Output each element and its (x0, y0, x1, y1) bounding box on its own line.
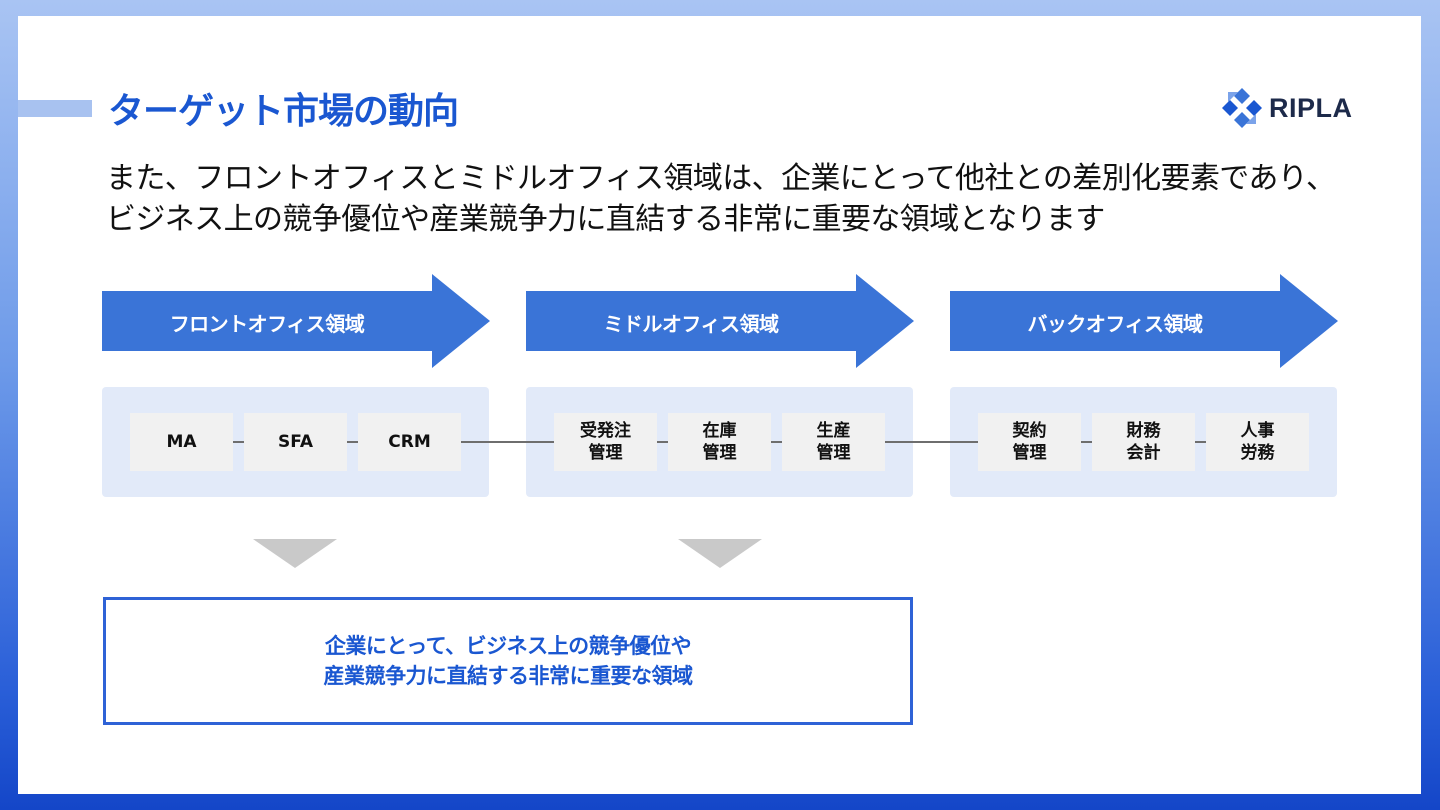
system-box-label-line1: 財務 (1126, 421, 1161, 441)
system-box-hr-labor: 人事労務 (1206, 413, 1309, 471)
page-title: ターゲット市場の動向 (108, 91, 459, 132)
system-box-label-line2: 会計 (1126, 443, 1161, 463)
summary-line-1: 企業にとって、ビジネス上の競争優位や (324, 634, 692, 658)
system-box-order-management: 受発注管理 (554, 413, 657, 471)
intro-line-1: また、フロントオフィスとミドルオフィス領域は、企業にとって他社との差別化要素であ… (106, 161, 1336, 196)
system-box-label-line2: 管理 (816, 443, 851, 463)
front-office-label: フロントオフィス領域 (169, 312, 365, 336)
system-box-label-line2: 管理 (588, 443, 623, 463)
back-office-label: バックオフィス領域 (1027, 312, 1203, 336)
system-box-label-line1: 在庫 (702, 421, 737, 441)
system-box-label-line1: 契約 (1012, 421, 1047, 441)
system-box-label-line2: 労務 (1240, 443, 1275, 463)
back-office-arrow: バックオフィス領域 (950, 274, 1340, 368)
summary-line-2: 産業競争力に直結する非常に重要な領域 (323, 664, 694, 688)
down-triangle-icon (678, 539, 762, 568)
system-box-label: SFA (277, 432, 314, 452)
system-box-sfa: SFA (244, 413, 347, 471)
title-accent-bar (18, 100, 92, 117)
down-triangle-icon (253, 539, 337, 568)
front-office-arrow: フロントオフィス領域 (102, 274, 492, 368)
intro-text: また、フロントオフィスとミドルオフィス領域は、企業にとって他社との差別化要素であ… (106, 158, 1366, 240)
system-box-label: CRM (388, 432, 431, 452)
system-box-label: MA (166, 432, 197, 452)
middle-office-arrow: ミドルオフィス領域 (526, 274, 916, 368)
system-box-contract-management: 契約管理 (978, 413, 1081, 471)
system-box-label-line1: 受発注 (580, 421, 631, 441)
logo-text: RIPLA (1269, 92, 1353, 123)
system-box-label-line2: 管理 (702, 443, 737, 463)
intro-line-2: ビジネス上の競争優位や産業競争力に直結する非常に重要な領域となります (106, 202, 1105, 237)
system-box-crm: CRM (358, 413, 461, 471)
summary-box: 企業にとって、ビジネス上の競争優位や 産業競争力に直結する非常に重要な領域 (103, 597, 913, 725)
system-box-ma: MA (130, 413, 233, 471)
logo: RIPLA (1220, 84, 1353, 132)
system-box-label-line1: 生産 (816, 421, 851, 441)
middle-office-label: ミドルオフィス領域 (603, 312, 779, 336)
system-box-label-line2: 管理 (1012, 443, 1047, 463)
system-box-label-line1: 人事 (1240, 421, 1275, 441)
system-box-finance-accounting: 財務会計 (1092, 413, 1195, 471)
ripla-logo-icon (1222, 88, 1262, 128)
system-box-inventory-management: 在庫管理 (668, 413, 771, 471)
system-box-production-management: 生産管理 (782, 413, 885, 471)
